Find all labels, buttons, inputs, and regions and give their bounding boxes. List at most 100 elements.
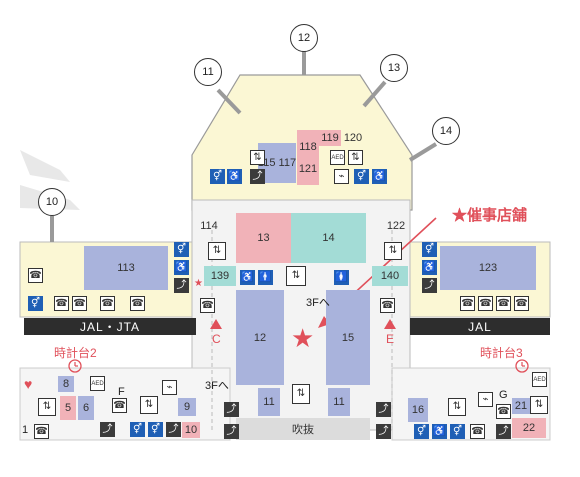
- shop-22[interactable]: 22: [512, 418, 546, 438]
- restroom-icon: ⚥: [174, 242, 189, 257]
- elevator-icon: ⇅: [250, 150, 265, 165]
- elevator-icon: ⇅: [448, 398, 466, 416]
- shop-g[interactable]: G: [499, 389, 508, 401]
- phone-icon: ☎: [380, 298, 395, 313]
- shop-16[interactable]: 16: [408, 398, 428, 422]
- phone-icon: ☎: [28, 268, 43, 283]
- shop-15[interactable]: 15: [326, 290, 370, 385]
- elevator-icon: ⇅: [208, 242, 226, 260]
- wheelchair-icon: ♿: [372, 169, 387, 184]
- phone-icon: ☎: [130, 296, 145, 311]
- phone-icon: ☎: [496, 404, 511, 419]
- restroom-icon: ⚥: [422, 242, 437, 257]
- shop-9[interactable]: 9: [178, 398, 196, 416]
- elevator-icon: ⇅: [384, 242, 402, 260]
- void-area: 吹抜: [236, 418, 370, 440]
- elevator-icon: ⇅: [348, 150, 363, 165]
- shop-21[interactable]: 21: [512, 398, 530, 414]
- shop-113[interactable]: 113: [84, 246, 168, 290]
- phone-icon: ☎: [34, 424, 49, 439]
- elevator-icon: ⇅: [140, 396, 158, 414]
- exit-c-label: C: [212, 332, 221, 346]
- restroom-icon: ⚥: [450, 424, 465, 439]
- gate-14[interactable]: 14: [432, 117, 460, 145]
- restroom-icon: 🚺: [334, 270, 349, 285]
- wheelchair-icon: ♿: [240, 270, 255, 285]
- elevator-icon: ⇅: [530, 396, 548, 414]
- escalator-icon: ⤴: [496, 424, 511, 439]
- event-shop-star-icon: ★: [194, 278, 203, 289]
- shop-8[interactable]: 8: [58, 376, 74, 392]
- shop-6[interactable]: 6: [78, 396, 94, 420]
- airline-band-left: JAL・JTA: [24, 318, 196, 335]
- shop-f[interactable]: F: [118, 386, 125, 398]
- shop-11-left[interactable]: 11: [258, 388, 280, 416]
- shop-11-right[interactable]: 11: [328, 388, 350, 416]
- shop-1[interactable]: 1: [22, 424, 29, 436]
- clock-tower-2-label: 時計台2: [54, 346, 97, 360]
- restroom-icon: ⚥: [28, 296, 43, 311]
- shop-139[interactable]: 139: [204, 266, 236, 286]
- wheelchair-icon: ♿: [227, 169, 242, 184]
- shop-122[interactable]: 122: [386, 220, 406, 232]
- restroom-icon: ⚥: [414, 424, 429, 439]
- shop-123[interactable]: 123: [440, 246, 536, 290]
- event-shop-legend: ★催事店舗: [452, 207, 528, 224]
- room-121-label: 121: [298, 162, 318, 175]
- shop-120[interactable]: 120: [343, 132, 363, 144]
- escalator-icon: ⤴: [166, 422, 181, 437]
- floor-link-3f-lower[interactable]: 3Fへ: [205, 380, 229, 392]
- shop-118-121[interactable]: 118 121: [297, 130, 319, 185]
- floor-link-3f-upper[interactable]: 3Fへ: [306, 297, 330, 309]
- gate-10[interactable]: 10: [38, 188, 66, 216]
- smoking-icon: ⌁: [334, 169, 349, 184]
- restroom-icon: ⚥: [130, 422, 145, 437]
- exit-e-label: E: [386, 332, 395, 346]
- elevator-icon: ⇅: [286, 266, 306, 286]
- elevator-icon: ⇅: [292, 384, 310, 404]
- escalator-icon: ⤴: [100, 422, 115, 437]
- escalator-icon: ⤴: [224, 402, 239, 417]
- gate-12[interactable]: 12: [290, 24, 318, 52]
- airline-band-right: JAL: [410, 318, 550, 335]
- clock-tower-3-label: 時計台3: [480, 346, 523, 360]
- phone-icon: ☎: [112, 398, 127, 413]
- restroom-icon: ⚥: [354, 169, 369, 184]
- shop-119[interactable]: 119: [319, 130, 341, 146]
- wheelchair-icon: ♿: [422, 260, 437, 275]
- gate-11[interactable]: 11: [194, 58, 222, 86]
- smoking-icon: ⌁: [162, 380, 177, 395]
- aed-icon: AED: [90, 376, 105, 391]
- shop-10-lower[interactable]: 10: [182, 422, 200, 438]
- escalator-icon: ⤴: [174, 278, 189, 293]
- gate-13[interactable]: 13: [380, 54, 408, 82]
- aed-icon: AED: [330, 150, 345, 165]
- escalator-icon: ⤴: [376, 402, 391, 417]
- shop-5[interactable]: 5: [60, 396, 76, 420]
- phone-icon: ☎: [54, 296, 69, 311]
- shop-12[interactable]: 12: [236, 290, 284, 385]
- aed-icon: AED: [532, 372, 547, 387]
- room-117-label: 117: [278, 157, 297, 169]
- phone-icon: ☎: [100, 296, 115, 311]
- phone-icon: ☎: [460, 296, 475, 311]
- smoking-icon: ⌁: [478, 392, 493, 407]
- phone-icon: ☎: [478, 296, 493, 311]
- elevator-icon: ⇅: [38, 398, 56, 416]
- shop-14[interactable]: 14: [291, 213, 366, 263]
- restroom-icon: ⚥: [148, 422, 163, 437]
- shop-140[interactable]: 140: [372, 266, 408, 286]
- phone-icon: ☎: [200, 298, 215, 313]
- phone-icon: ☎: [496, 296, 511, 311]
- escalator-icon: ⤴: [224, 424, 239, 439]
- heart-icon: ♥: [24, 376, 33, 392]
- phone-icon: ☎: [514, 296, 529, 311]
- restroom-icon: ⚥: [210, 169, 225, 184]
- shop-13[interactable]: 13: [236, 213, 291, 263]
- escalator-icon: ⤴: [422, 278, 437, 293]
- restroom-icon: 🚹: [258, 270, 273, 285]
- shop-114[interactable]: 114: [200, 220, 218, 232]
- wheelchair-icon: ♿: [432, 424, 447, 439]
- phone-icon: ☎: [470, 424, 485, 439]
